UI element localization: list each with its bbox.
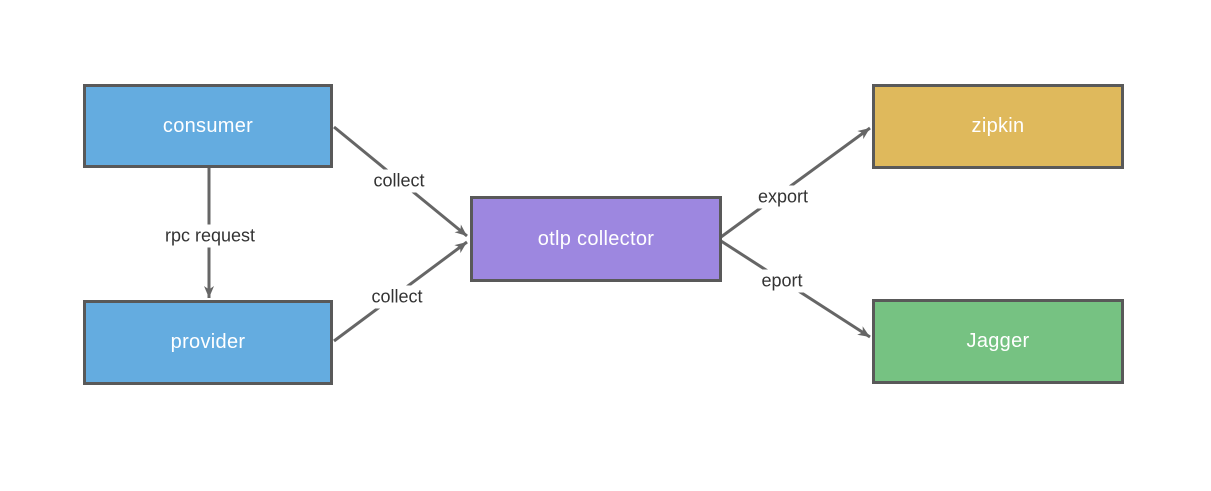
node-jagger: Jagger [872, 299, 1124, 384]
edge-label-collect-top: collect [368, 169, 430, 193]
edge-label-collect-bottom: collect [366, 285, 428, 309]
edge-label-export: export [752, 185, 814, 209]
node-otlp-collector-label: otlp collector [537, 227, 655, 250]
node-consumer-label: consumer [162, 114, 254, 137]
node-consumer: consumer [83, 84, 333, 168]
node-provider: provider [83, 300, 333, 385]
node-jagger-label: Jagger [966, 330, 1030, 352]
node-zipkin-label: zipkin [971, 115, 1025, 137]
edge-collector-to-zipkin [720, 126, 871, 239]
node-zipkin: zipkin [872, 84, 1124, 169]
edge-label-rpc-request: rpc request [159, 224, 261, 248]
node-provider-label: provider [170, 331, 246, 353]
node-otlp-collector: otlp collector [470, 196, 722, 282]
edge-label-eport: eport [756, 269, 808, 293]
